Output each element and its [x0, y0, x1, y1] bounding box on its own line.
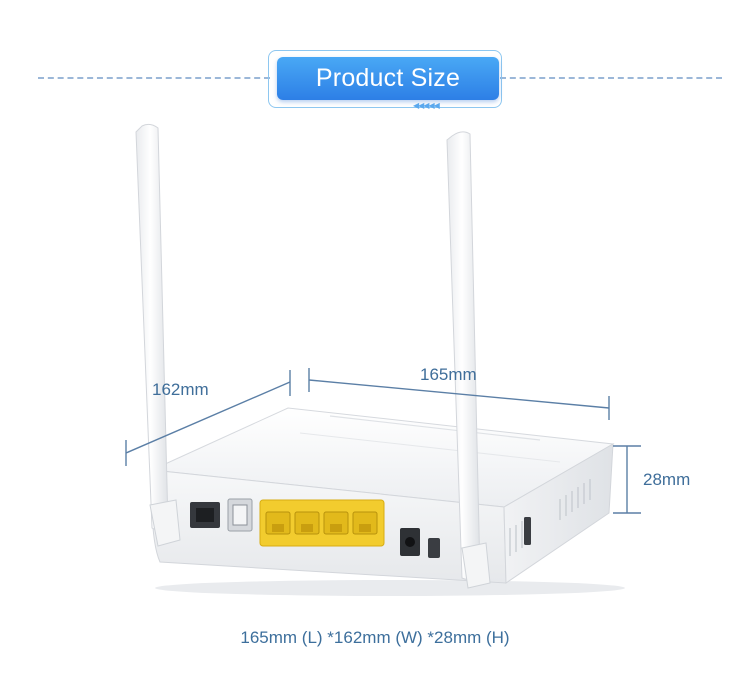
floor-shadow [155, 580, 625, 596]
dimension-line-height [613, 445, 641, 514]
antenna-right [446, 131, 491, 589]
router-body [150, 407, 615, 584]
side-vents [509, 479, 591, 556]
dimension-line-length [308, 368, 610, 420]
lan-port-block [259, 499, 385, 547]
size-spec-text: 165mm (L) *162mm (W) *28mm (H) [240, 628, 510, 647]
length-label: 165mm [420, 365, 477, 384]
port-panel [190, 498, 440, 558]
antenna-left [135, 123, 181, 547]
title-arrows-decoration: ◀◀◀◀◀ [413, 101, 440, 110]
width-label: 162mm [152, 380, 209, 399]
power-switch [428, 538, 440, 558]
dimension-line-width [125, 370, 291, 466]
header-dashed-line-right [500, 77, 722, 79]
side-button [524, 517, 531, 545]
height-label: 28mm [643, 470, 691, 489]
title-frame [268, 50, 502, 108]
header-dashed-line-left [38, 77, 270, 79]
page-title: Product Size [277, 57, 499, 100]
